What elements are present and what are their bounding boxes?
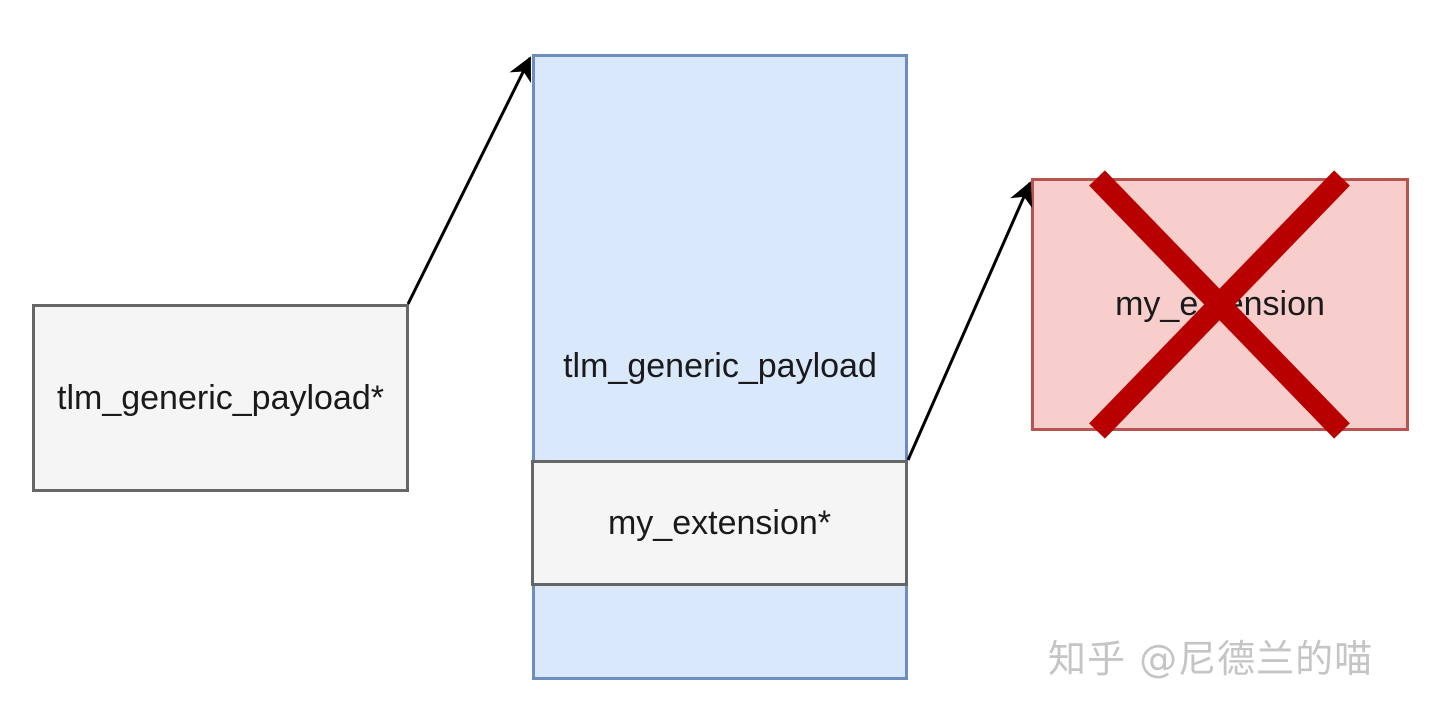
extension-pointer-box: my_extension* (531, 460, 908, 586)
extension-pointer-label: my_extension* (607, 503, 831, 542)
extension-pointer-arrow (906, 181, 1033, 461)
extension-box: my_extension (1031, 178, 1409, 431)
extension-label: my_extension (1115, 285, 1325, 323)
watermark: 知乎 @尼德兰的喵 (1048, 637, 1374, 681)
generic-payload-label: tlm_generic_payload (563, 347, 877, 385)
pointer-arrow (406, 56, 532, 305)
generic-payload-box: tlm_generic_payload (532, 54, 908, 680)
generic-payload-pointer-box: tlm_generic_payload* (32, 304, 409, 492)
generic-payload-pointer-label: tlm_generic_payload* (57, 378, 384, 417)
